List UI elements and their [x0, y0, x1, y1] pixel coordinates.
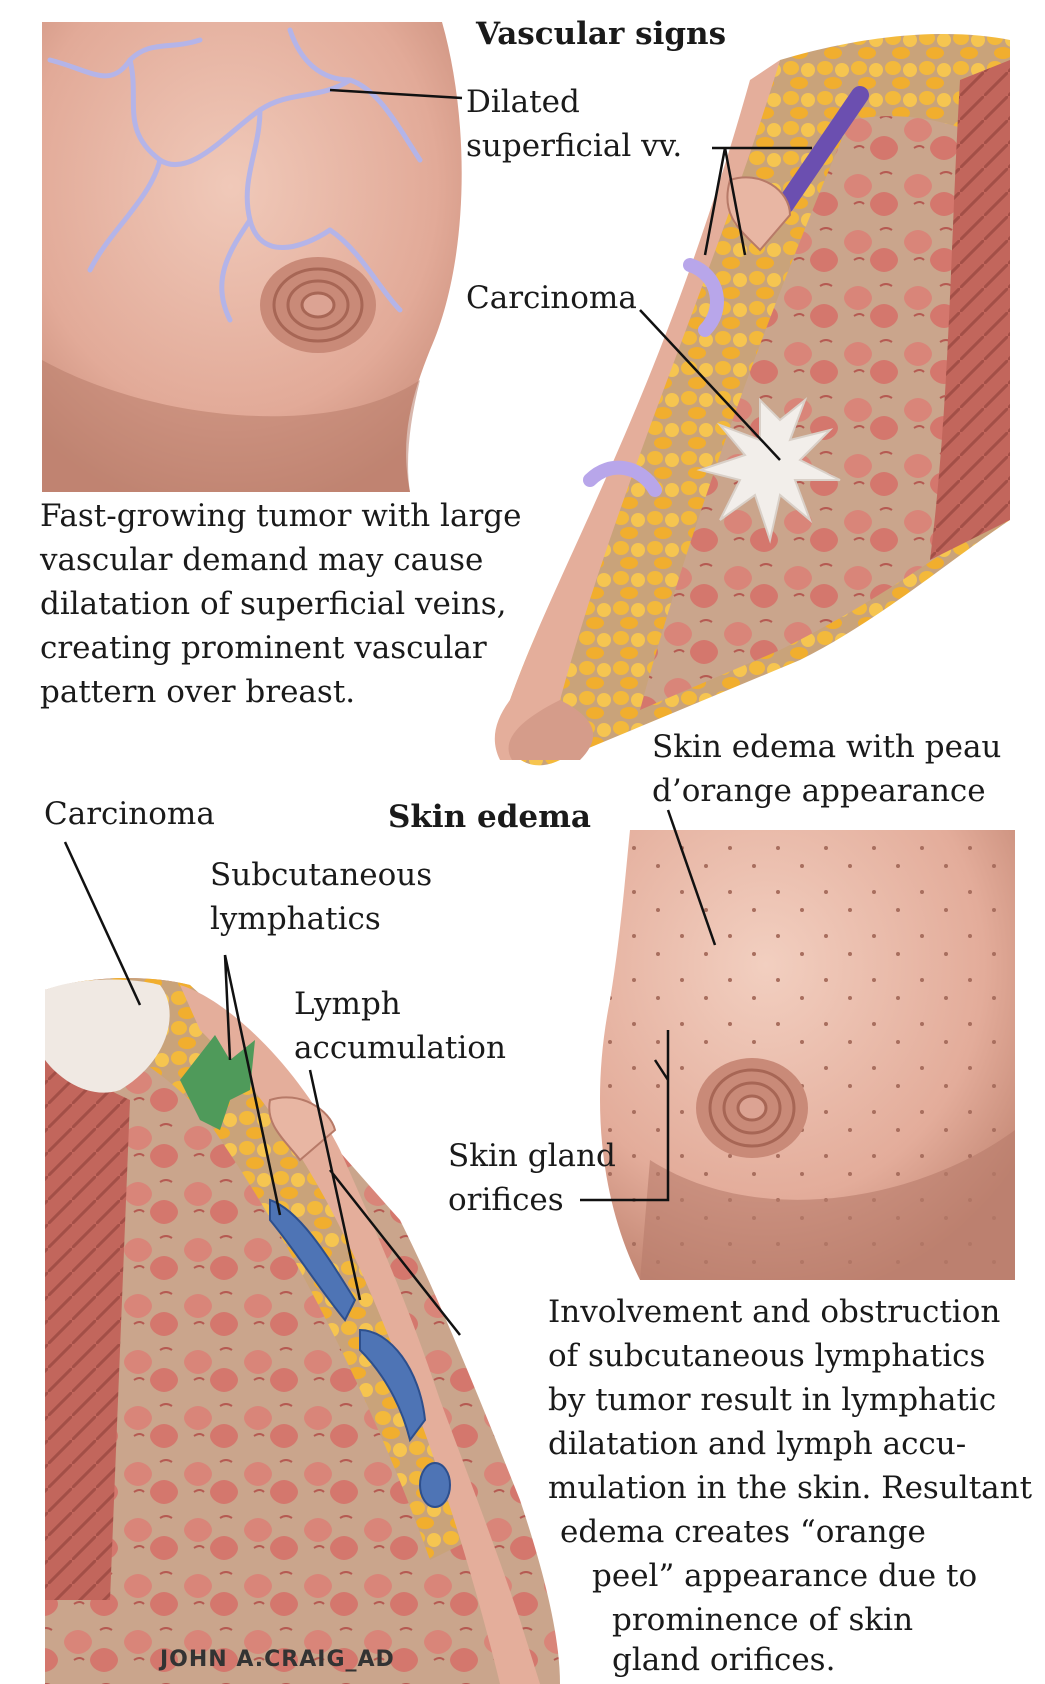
- label-dilated-veins: Dilated superficial vv.: [466, 84, 683, 164]
- label-carcinoma-top: Carcinoma: [466, 280, 637, 316]
- label-carcinoma-bottom: Carcinoma: [44, 796, 215, 832]
- caption-edema-line: by tumor result in lymphatic: [548, 1382, 997, 1418]
- leader-lymph: [308, 1069, 461, 1336]
- leader-carcinoma-top: [639, 309, 781, 461]
- leader-peau: [666, 809, 717, 946]
- artist-signature: JOHN A.CRAIG_AD: [160, 1647, 395, 1672]
- caption-edema-line: edema creates “orange: [560, 1514, 926, 1550]
- leader-veins-section: [703, 146, 812, 256]
- caption-edema-line: dilatation and lymph accu-: [548, 1426, 967, 1462]
- label-subcutaneous-lymphatics: Subcutaneous lymphatics: [210, 857, 433, 937]
- caption-edema-line: gland orifices.: [612, 1642, 836, 1678]
- leader-glands: [580, 1030, 670, 1202]
- caption-edema-line: mulation in the skin. Resultant: [548, 1470, 1033, 1506]
- label-peau-dorange: Skin edema with peau d’orange appearance: [652, 729, 1002, 809]
- caption-edema-line: prominence of skin: [612, 1602, 914, 1638]
- heading-skin-edema: Skin edema: [388, 799, 591, 835]
- superficial-veins: [47, 27, 423, 323]
- leader-carcinoma-bottom: [63, 841, 142, 1006]
- dilated-lymphatics: [269, 1198, 451, 1508]
- caption-edema-line: of subcutaneous lymphatics: [548, 1338, 986, 1374]
- caption-edema-line: Involvement and obstruction: [548, 1294, 1001, 1330]
- caption-vascular: Fast-growing tumor with large vascular d…: [40, 498, 522, 710]
- heading-vascular-signs: Vascular signs: [476, 16, 727, 52]
- leader-veins-skin: [329, 88, 463, 100]
- nipple-areola-edema: [696, 1058, 808, 1158]
- leader-lines: [63, 88, 812, 1336]
- label-skin-gland-orifices: Skin gland orifices: [448, 1138, 616, 1218]
- dilated-vein-vessels: [583, 86, 869, 497]
- caption-edema-line: peel” appearance due to: [592, 1558, 978, 1594]
- carcinoma-mass-top: [696, 396, 841, 544]
- label-lymph-accumulation: Lymph accumulation: [294, 986, 506, 1066]
- leader-lymphatics: [223, 954, 282, 1216]
- breast-peau-view: [600, 830, 1015, 1280]
- nipple-areola: [260, 257, 376, 353]
- cross-section-bottom: [45, 978, 560, 1684]
- breast-veins-view: [42, 22, 462, 492]
